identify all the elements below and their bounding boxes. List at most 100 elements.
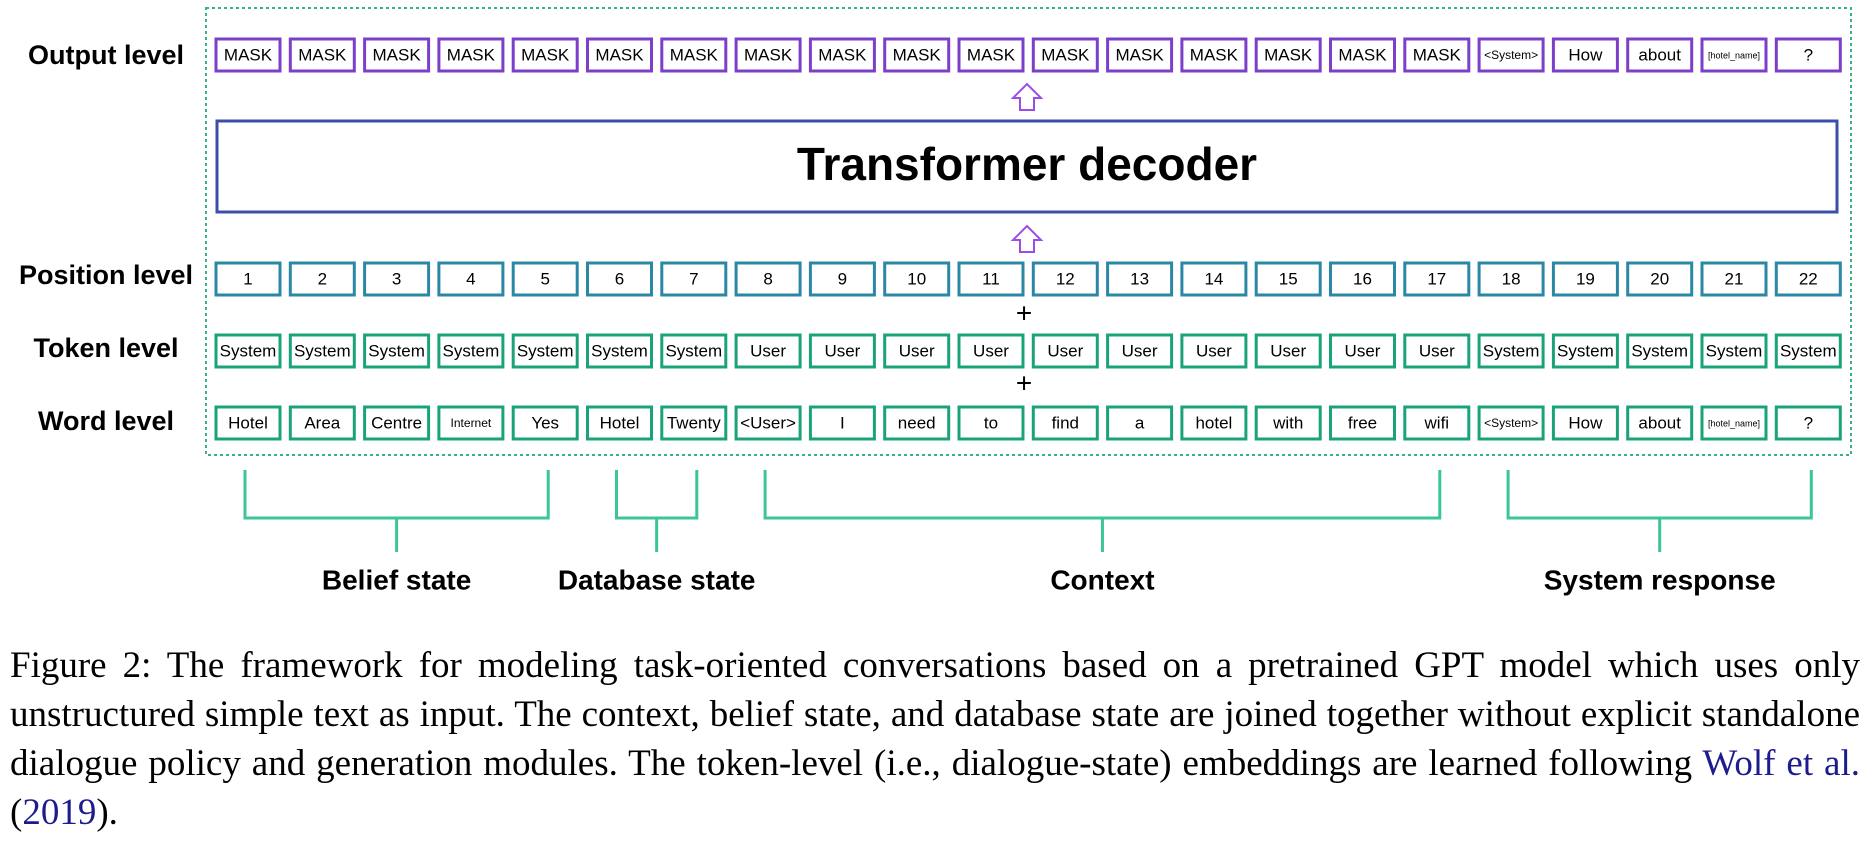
word-token-box — [1551, 405, 1619, 441]
token-type-label: User — [1270, 341, 1306, 360]
output-token-box — [734, 37, 802, 73]
word-token-label: need — [898, 413, 936, 432]
segment-label: Database state — [558, 564, 756, 595]
position-token-label: 1 — [243, 269, 252, 288]
word-token-label: with — [1272, 413, 1303, 432]
word-token-box — [1403, 405, 1471, 441]
position-token-box — [1626, 261, 1694, 297]
up-arrow-icon — [1010, 224, 1044, 253]
output-token-label: MASK — [670, 45, 719, 64]
output-token-box — [363, 37, 431, 73]
position-token-label: 21 — [1725, 269, 1744, 288]
word-token-label: Internet — [451, 416, 492, 430]
word-token-label: Yes — [531, 413, 559, 432]
token-type-label: User — [750, 341, 786, 360]
segment-bracket — [615, 470, 699, 552]
word-token-box — [586, 405, 653, 441]
position-token-box — [957, 261, 1025, 297]
output-token-box — [586, 37, 653, 73]
token-type-label: System — [1483, 341, 1540, 360]
position-token-box — [1254, 261, 1322, 297]
position-token-label: 2 — [318, 269, 327, 288]
figure-caption: Figure 2: The framework for modeling tas… — [10, 641, 1860, 837]
word-token-box — [1700, 405, 1768, 441]
token-type-box — [808, 333, 876, 369]
output-token-box — [1106, 37, 1174, 73]
output-token-label: MASK — [447, 45, 496, 64]
word-token-box — [660, 405, 728, 441]
segment-label: Context — [1050, 564, 1154, 595]
segment-label: System response — [1544, 564, 1776, 595]
token-type-label: User — [1122, 341, 1158, 360]
position-token-box — [586, 261, 653, 297]
position-token-label: 8 — [763, 269, 772, 288]
output-token-label: <System> — [1484, 48, 1538, 62]
position-token-box — [1106, 261, 1174, 297]
position-token-box — [1700, 261, 1768, 297]
output-token-label: MASK — [1116, 45, 1165, 64]
token-type-box — [363, 333, 431, 369]
citation-year-link[interactable]: 2019 — [22, 792, 97, 833]
output-token-label: MASK — [224, 45, 273, 64]
position-token-label: 13 — [1130, 269, 1149, 288]
position-token-label: 4 — [466, 269, 475, 288]
position-token-box — [288, 261, 356, 297]
position-token-label: 17 — [1427, 269, 1446, 288]
token-type-label: User — [1345, 341, 1381, 360]
output-token-box — [808, 37, 876, 73]
token-type-label: System — [1780, 341, 1837, 360]
segment-bracket — [763, 470, 1442, 552]
plus-sign: + — [1016, 297, 1032, 328]
output-token-label: MASK — [298, 45, 347, 64]
word-token-box — [734, 405, 802, 441]
output-token-label: MASK — [967, 45, 1016, 64]
token-type-label: User — [973, 341, 1009, 360]
word-token-box — [1031, 405, 1099, 441]
token-type-box — [957, 333, 1025, 369]
token-type-label: System — [1706, 341, 1763, 360]
output-token-label: MASK — [1338, 45, 1387, 64]
token-type-box — [1106, 333, 1174, 369]
token-type-box — [1180, 333, 1248, 369]
word-token-label: <System> — [1484, 416, 1538, 430]
position-token-box — [1031, 261, 1099, 297]
output-token-box — [214, 37, 282, 73]
output-token-box — [1180, 37, 1248, 73]
token-type-label: System — [1631, 341, 1688, 360]
output-token-label: MASK — [818, 45, 867, 64]
word-token-label: to — [984, 413, 998, 432]
position-token-box — [511, 261, 579, 297]
output-token-box — [1254, 37, 1322, 73]
position-token-label: 5 — [540, 269, 549, 288]
output-token-box — [1551, 37, 1619, 73]
word-token-label: hotel — [1195, 413, 1232, 432]
token-type-label: User — [1419, 341, 1455, 360]
position-token-label: 3 — [392, 269, 401, 288]
word-token-box — [957, 405, 1025, 441]
output-token-box — [1700, 37, 1768, 73]
output-token-box — [1477, 37, 1545, 73]
output-token-box — [660, 37, 728, 73]
word-token-box — [288, 405, 356, 441]
output-token-box — [1329, 37, 1396, 73]
position-token-box — [214, 261, 282, 297]
word-token-label: a — [1135, 413, 1145, 432]
position-token-label: 7 — [689, 269, 698, 288]
citation-author-link[interactable]: Wolf et al. — [1702, 743, 1861, 784]
word-level-label: Word level — [38, 406, 174, 436]
word-token-label: wifi — [1424, 413, 1450, 432]
output-token-box — [1403, 37, 1471, 73]
token-type-box — [214, 333, 282, 369]
token-type-box — [1329, 333, 1396, 369]
word-token-box — [363, 405, 431, 441]
token-type-box — [1031, 333, 1099, 369]
output-token-label: MASK — [1041, 45, 1090, 64]
token-type-box — [734, 333, 802, 369]
output-token-label: MASK — [1413, 45, 1462, 64]
output-token-label: MASK — [1190, 45, 1239, 64]
position-token-label: 11 — [982, 269, 1000, 288]
